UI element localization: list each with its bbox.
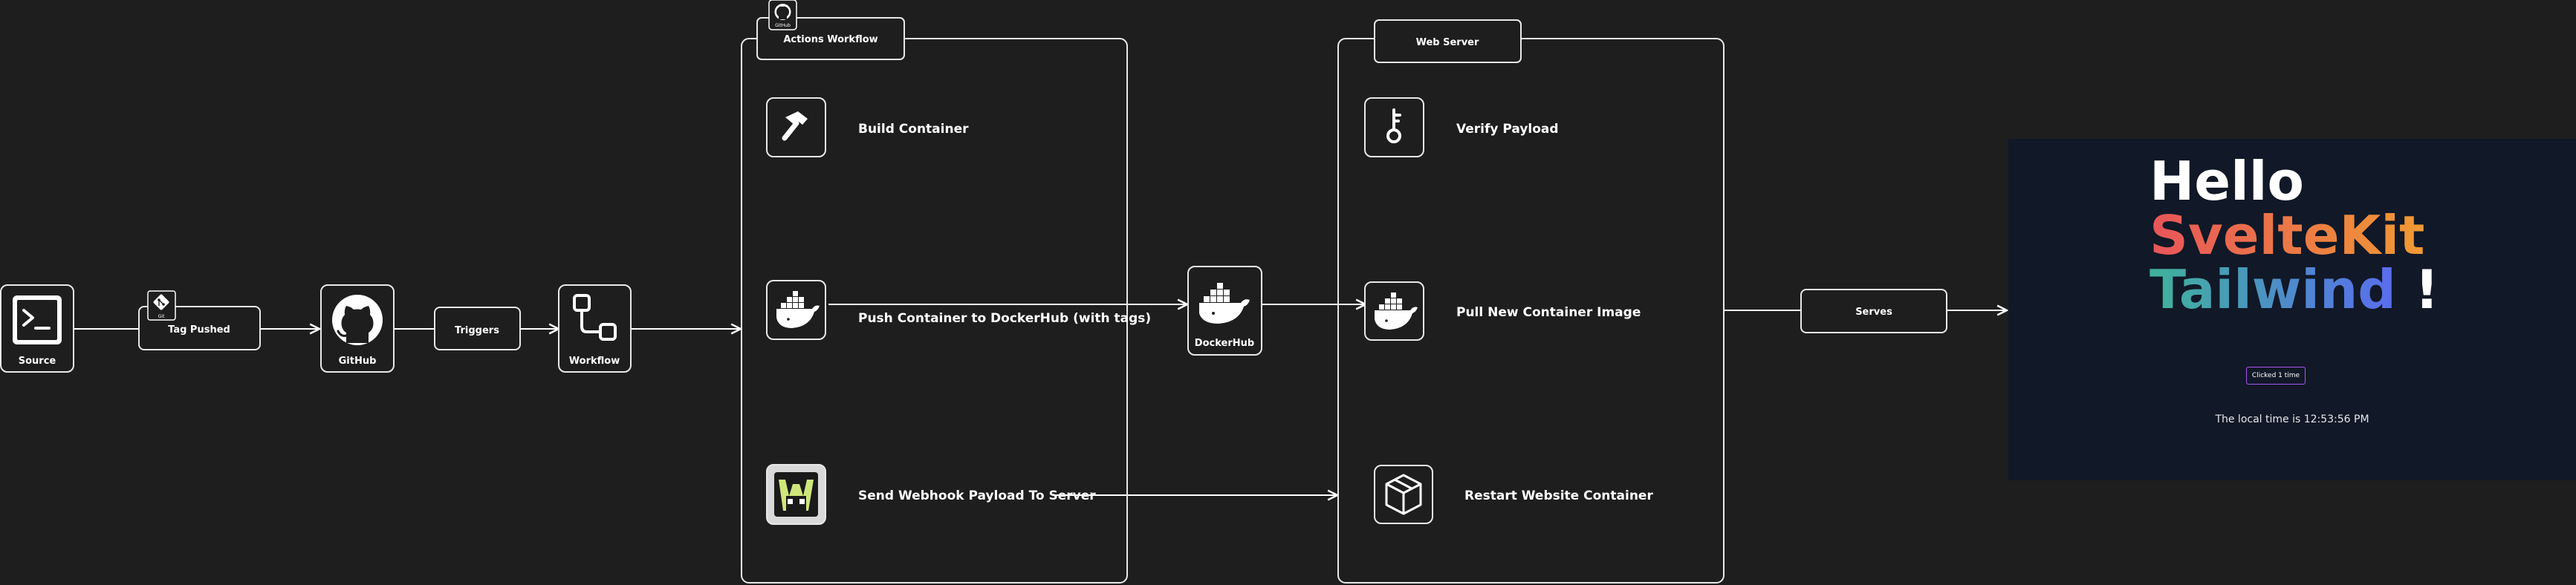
push-container-step[interactable]: Push Container to DockerHub (with tags) <box>766 280 1151 340</box>
key-icon <box>1386 108 1401 143</box>
web-server-group: Web Server Verify Payload <box>1337 19 1725 584</box>
local-time-text: The local time is 12:53:56 PM <box>2215 414 2369 425</box>
serves-node[interactable]: Serves <box>1800 289 1947 333</box>
github-small-icon: GitHub <box>768 0 797 30</box>
hammer-icon <box>782 111 808 141</box>
docker-icon <box>776 291 820 328</box>
github-icon <box>332 295 383 345</box>
tag-pushed-label: Tag Pushed <box>168 324 230 336</box>
serves-label: Serves <box>1855 307 1892 318</box>
source-node[interactable]: Source <box>0 284 74 373</box>
github-label: GitHub <box>339 356 377 367</box>
dockerhub-label: DockerHub <box>1195 338 1254 349</box>
docker-icon <box>1199 283 1250 324</box>
click-counter-button[interactable]: Clicked 1 time <box>2246 367 2306 385</box>
send-webhook-step[interactable]: Send Webhook Payload To Server <box>766 464 1096 525</box>
workflow-icon <box>573 294 617 341</box>
hello-heading: Hello <box>2150 150 2304 212</box>
actions-workflow-title: Actions Workflow <box>783 34 877 45</box>
git-icon: Git <box>147 290 176 321</box>
tailwind-heading: Tailwind <box>2150 258 2396 321</box>
docker-icon <box>1375 292 1418 330</box>
restart-container-label: Restart Website Container <box>1464 488 1653 503</box>
github-node[interactable]: GitHub <box>320 284 395 373</box>
svg-text:GitHub: GitHub <box>775 23 791 28</box>
webhook-icon <box>774 472 818 517</box>
dockerhub-node[interactable]: DockerHub <box>1187 266 1262 356</box>
verify-payload-step[interactable]: Verify Payload <box>1364 97 1559 157</box>
pull-image-step[interactable]: Pull New Container Image <box>1364 281 1641 341</box>
web-server-title: Web Server <box>1416 37 1479 48</box>
send-webhook-label: Send Webhook Payload To Server <box>858 488 1096 503</box>
exclamation-mark: ! <box>2395 258 2439 321</box>
pull-image-label: Pull New Container Image <box>1456 305 1641 320</box>
verify-payload-label: Verify Payload <box>1456 122 1559 137</box>
package-icon <box>1385 474 1422 515</box>
terminal-icon <box>13 295 62 344</box>
build-container-step[interactable]: Build Container <box>766 97 969 157</box>
triggers-label: Triggers <box>455 325 499 336</box>
triggers-node[interactable]: Triggers <box>434 307 521 350</box>
restart-container-step[interactable]: Restart Website Container <box>1374 465 1653 524</box>
workflow-label: Workflow <box>569 356 620 367</box>
website-preview: Hello SvelteKit Tailwind ! Clicked 1 tim… <box>2008 139 2576 480</box>
push-container-label: Push Container to DockerHub (with tags) <box>858 311 1151 326</box>
source-label: Source <box>19 356 56 367</box>
build-container-label: Build Container <box>858 122 969 137</box>
svg-text:Git: Git <box>158 314 165 319</box>
workflow-node[interactable]: Workflow <box>558 284 632 373</box>
sveltekit-heading: SvelteKit <box>2150 204 2425 267</box>
actions-workflow-group: Actions Workflow GitHub Build Container <box>741 0 1151 584</box>
